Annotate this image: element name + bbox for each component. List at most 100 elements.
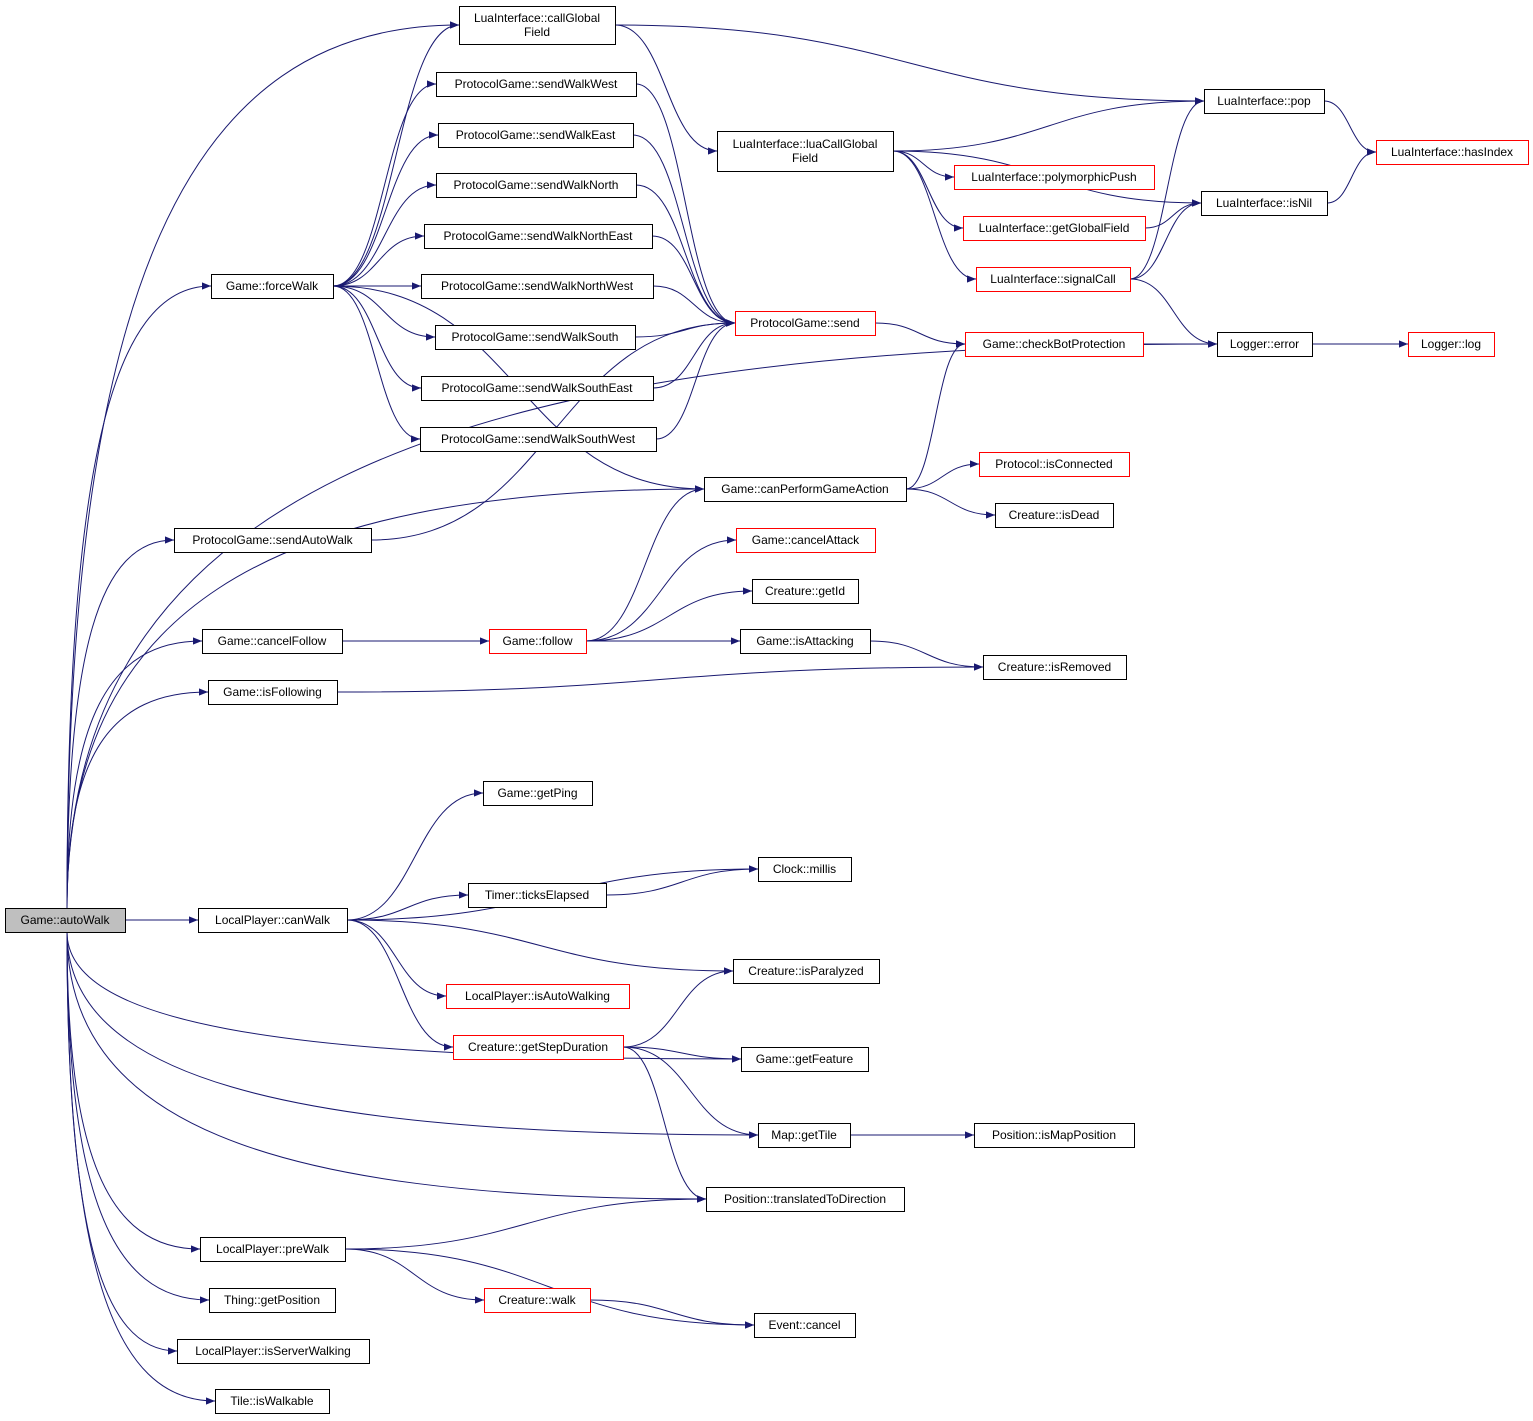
node-isattacking[interactable]: Game::isAttacking — [740, 629, 871, 654]
node-label: ProtocolGame::send — [750, 316, 859, 330]
node-sendwalkeast[interactable]: ProtocolGame::sendWalkEast — [438, 123, 634, 148]
edge-sendwalkwest-to-send — [635, 83, 736, 327]
node-tickselapsed[interactable]: Timer::ticksElapsed — [468, 883, 607, 908]
node-label: ProtocolGame::sendWalkSouth — [452, 330, 619, 344]
edge-canwalk-to-isparalyzed — [346, 919, 734, 975]
node-label: Creature::getStepDuration — [468, 1040, 608, 1054]
node-millis[interactable]: Clock::millis — [758, 857, 852, 882]
edge-autowalk-to-iswalkable — [66, 931, 216, 1405]
edge-callglobalfield-to-luacallglobalfield — [614, 24, 718, 155]
node-box — [459, 6, 616, 45]
node-isremoved[interactable]: Creature::isRemoved — [983, 655, 1127, 680]
node-box — [208, 680, 338, 705]
node-label: Game::isFollowing — [223, 685, 322, 699]
node-isdead[interactable]: Creature::isDead — [995, 503, 1114, 528]
edge-autowalk-to-cancelfollow — [66, 637, 203, 909]
node-cancelfollow[interactable]: Game::cancelFollow — [202, 629, 343, 654]
edge-luacallglobalfield-to-pop — [892, 97, 1205, 152]
edge-getstepduration-to-translatedtodirection — [622, 1046, 707, 1203]
node-getid[interactable]: Creature::getId — [752, 579, 859, 604]
node-canwalk[interactable]: LocalPlayer::canWalk — [198, 908, 348, 933]
edge-canperformgameaction-to-isconnected — [905, 460, 980, 490]
node-getping[interactable]: Game::getPing — [483, 781, 593, 806]
node-box — [740, 629, 871, 654]
node-canperformgameaction[interactable]: Game::canPerformGameAction — [704, 477, 907, 502]
node-sendautowalk[interactable]: ProtocolGame::sendAutoWalk — [174, 528, 372, 553]
node-sendwalkwest[interactable]: ProtocolGame::sendWalkWest — [436, 72, 637, 97]
node-loggererror[interactable]: Logger::error — [1217, 332, 1313, 357]
node-box — [424, 224, 653, 249]
node-label: Creature::isRemoved — [998, 660, 1111, 674]
edge-forcewalk-to-sendwalksoutheast — [332, 285, 422, 392]
node-hasindex[interactable]: LuaInterface::hasIndex — [1376, 140, 1529, 165]
node-sendwalknorth[interactable]: ProtocolGame::sendWalkNorth — [436, 173, 637, 198]
node-box — [717, 131, 894, 172]
node-box — [1204, 89, 1325, 114]
node-label: Position::translatedToDirection — [724, 1192, 886, 1206]
node-box — [177, 1339, 370, 1364]
node-label: LuaInterface::isNil — [1216, 196, 1312, 210]
node-label: Map::getTile — [771, 1128, 837, 1142]
node-eventcancel[interactable]: Event::cancel — [754, 1313, 856, 1338]
node-isparalyzed[interactable]: Creature::isParalyzed — [733, 959, 880, 984]
node-getstepduration[interactable]: Creature::getStepDuration — [453, 1035, 624, 1060]
node-sendwalknorthwest[interactable]: ProtocolGame::sendWalkNorthWest — [421, 274, 654, 299]
node-box — [209, 1288, 336, 1313]
edge-forcewalk-to-sendwalksouthwest — [332, 285, 421, 443]
node-polymorphicpush[interactable]: LuaInterface::polymorphicPush — [954, 165, 1155, 190]
node-box — [453, 1035, 624, 1060]
node-forcewalk[interactable]: Game::forceWalk — [211, 274, 334, 299]
node-box — [704, 477, 907, 502]
edge-isnil-to-hasindex — [1326, 148, 1377, 204]
node-isnil[interactable]: LuaInterface::isNil — [1201, 191, 1328, 216]
edge-autowalk-to-getfeature — [66, 931, 742, 1063]
node-isserverwalking[interactable]: LocalPlayer::isServerWalking — [177, 1339, 370, 1364]
node-sendwalknortheast[interactable]: ProtocolGame::sendWalkNorthEast — [424, 224, 653, 249]
edge-luacallglobalfield-to-polymorphicpush — [892, 150, 955, 181]
node-isautowalking[interactable]: LocalPlayer::isAutoWalking — [446, 984, 630, 1009]
node-prewalk[interactable]: LocalPlayer::preWalk — [200, 1237, 346, 1262]
node-box — [963, 216, 1146, 241]
node-send[interactable]: ProtocolGame::send — [735, 311, 876, 336]
node-isconnected[interactable]: Protocol::isConnected — [979, 452, 1130, 477]
node-label: Field — [524, 25, 550, 39]
node-follow[interactable]: Game::follow — [489, 629, 587, 654]
edge-creaturewalk-to-eventcancel — [589, 1299, 755, 1329]
node-sendwalksouth[interactable]: ProtocolGame::sendWalkSouth — [435, 325, 636, 350]
node-sendwalksouthwest[interactable]: ProtocolGame::sendWalkSouthWest — [420, 427, 657, 452]
node-label: Creature::walk — [498, 1293, 576, 1307]
edge-forcewalk-to-sendwalkeast — [332, 131, 439, 287]
node-getfeature[interactable]: Game::getFeature — [741, 1047, 869, 1072]
edge-canperformgameaction-to-checkbotprotection — [905, 340, 966, 490]
node-ismapposition[interactable]: Position::isMapPosition — [974, 1123, 1135, 1148]
node-autowalk[interactable]: Game::autoWalk — [5, 908, 126, 933]
edge-forcewalk-to-sendwalksouth — [332, 285, 436, 341]
node-cancelattack[interactable]: Game::cancelAttack — [736, 528, 876, 553]
node-signalcall[interactable]: LuaInterface::signalCall — [976, 267, 1131, 292]
edge-callglobalfield-to-pop — [614, 24, 1205, 105]
node-loggerlog[interactable]: Logger::log — [1408, 332, 1495, 357]
node-label: LocalPlayer::canWalk — [215, 913, 331, 927]
node-getglobalfield[interactable]: LuaInterface::getGlobalField — [963, 216, 1146, 241]
node-gettile[interactable]: Map::getTile — [758, 1123, 851, 1148]
node-label: ProtocolGame::sendWalkNorthEast — [444, 229, 634, 243]
edge-follow-to-canperformgameaction — [585, 485, 705, 642]
edge-prewalk-to-creaturewalk — [344, 1248, 485, 1304]
node-creaturewalk[interactable]: Creature::walk — [484, 1288, 591, 1313]
edge-autowalk-to-loggererror — [66, 340, 1218, 909]
node-iswalkable[interactable]: Tile::isWalkable — [215, 1389, 330, 1414]
node-label: Timer::ticksElapsed — [485, 888, 589, 902]
edge-prewalk-to-translatedtodirection — [344, 1195, 707, 1250]
node-getposition[interactable]: Thing::getPosition — [209, 1288, 336, 1313]
node-sendwalksoutheast[interactable]: ProtocolGame::sendWalkSouthEast — [421, 376, 654, 401]
node-translatedtodirection[interactable]: Position::translatedToDirection — [706, 1187, 905, 1212]
node-pop[interactable]: LuaInterface::pop — [1204, 89, 1325, 114]
node-box — [736, 528, 876, 553]
node-checkbotprotection[interactable]: Game::checkBotProtection — [965, 332, 1144, 357]
node-isfollowing[interactable]: Game::isFollowing — [208, 680, 338, 705]
edge-sendwalknorthwest-to-send — [652, 285, 736, 327]
node-box — [979, 452, 1130, 477]
edge-forcewalk-to-sendwalknorth — [332, 181, 437, 287]
